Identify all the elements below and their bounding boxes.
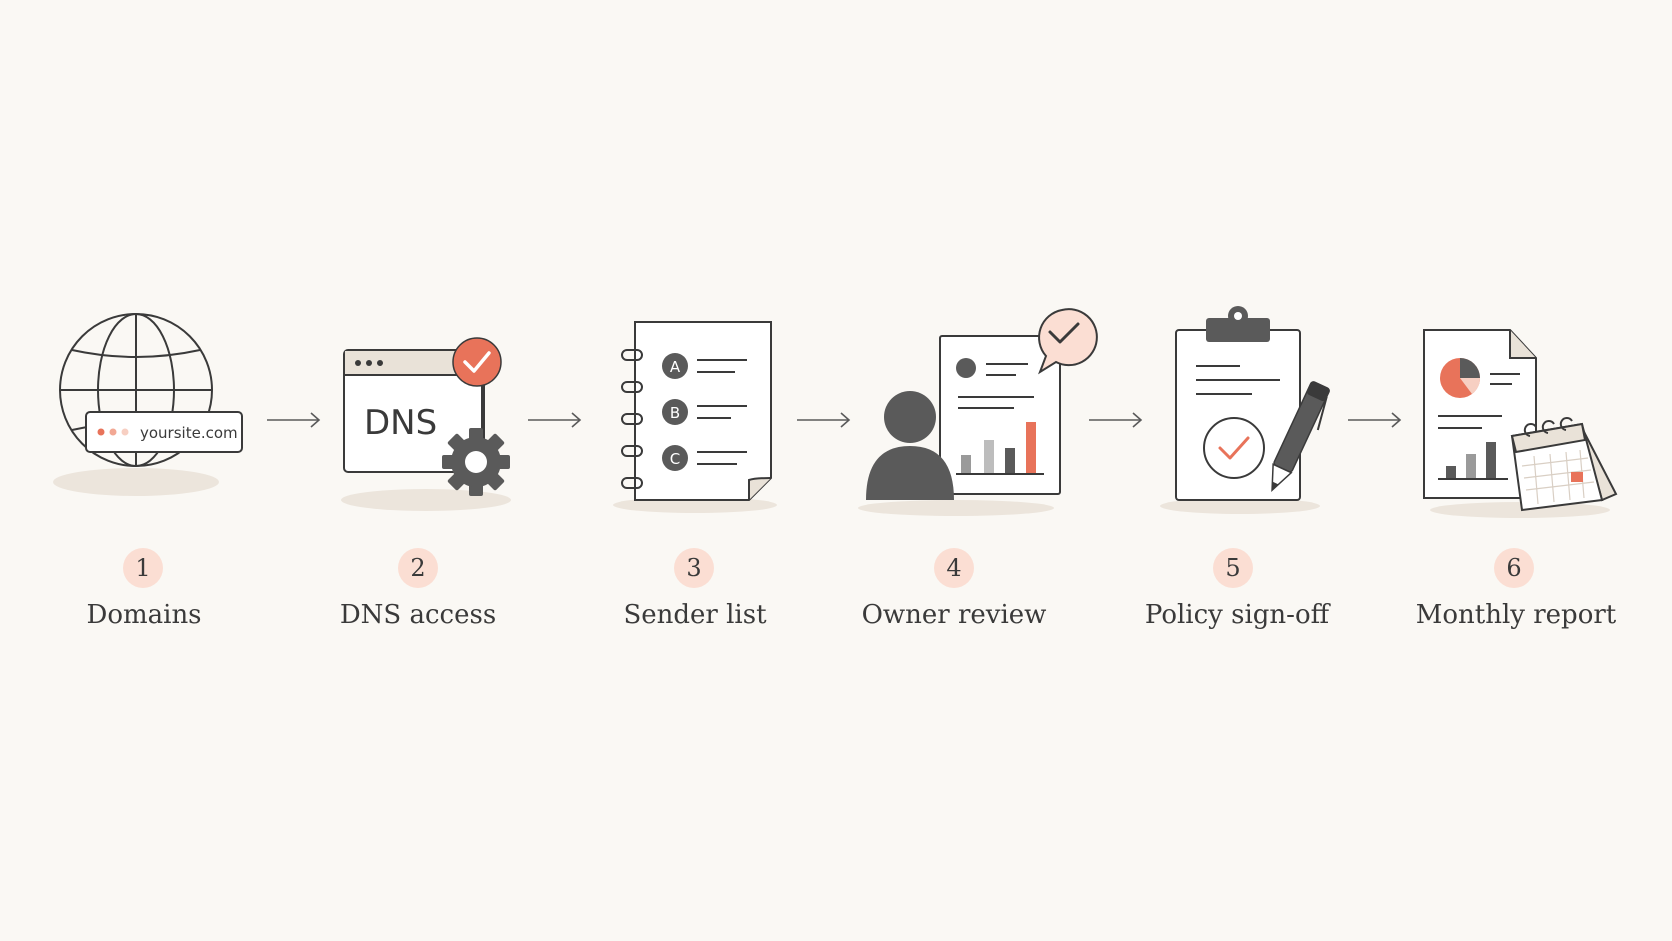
domain-address-text: yoursite.com: [140, 424, 238, 442]
notebook-list-icon: A B C: [613, 321, 777, 513]
step-label: DNS access: [339, 600, 497, 630]
step-domains: yoursite.com 1 Domains: [0, 300, 300, 640]
dns-settings-icon: DNS: [341, 337, 511, 511]
item-a-text: A: [670, 358, 681, 376]
step-label: Sender list: [623, 600, 767, 630]
step-number: 1: [123, 548, 163, 588]
step-monthly-report: 6 Monthly report: [1362, 300, 1662, 640]
step-number: 4: [934, 548, 974, 588]
step-label: Monthly report: [1415, 600, 1617, 630]
arrow-right-icon: [1089, 412, 1143, 428]
dns-text: DNS: [364, 403, 437, 443]
monthly-report-icon: [1423, 329, 1618, 518]
arrow-right-icon: [1348, 412, 1402, 428]
arrow-right-icon: [267, 412, 321, 428]
globe-icon: yoursite.com: [53, 313, 243, 496]
step-label: Domains: [86, 600, 202, 630]
arrow-right-icon: [528, 412, 582, 428]
step-dns-access: DNS: [270, 300, 570, 640]
clipboard-sign-icon: [1160, 306, 1330, 514]
gear-icon: [442, 428, 510, 496]
owner-review-icon: [858, 308, 1098, 516]
pen-icon: [1271, 381, 1330, 493]
step-number: 2: [398, 548, 438, 588]
step-label: Owner review: [861, 600, 1047, 630]
step-number: 5: [1213, 548, 1253, 588]
item-b-text: B: [670, 404, 680, 422]
step-number: 3: [674, 548, 714, 588]
step-label: Policy sign-off: [1144, 600, 1330, 630]
step-number: 6: [1494, 548, 1534, 588]
calendar-icon: [1510, 417, 1618, 512]
step-policy-sign-off: 5 Policy sign-off: [1084, 300, 1384, 640]
item-c-text: C: [670, 450, 680, 468]
arrow-right-icon: [797, 412, 851, 428]
step-sender-list: A B C 3 Sender list: [545, 300, 845, 640]
step-owner-review: 4 Owner review: [806, 300, 1106, 640]
pie-chart-icon: [1440, 358, 1480, 398]
